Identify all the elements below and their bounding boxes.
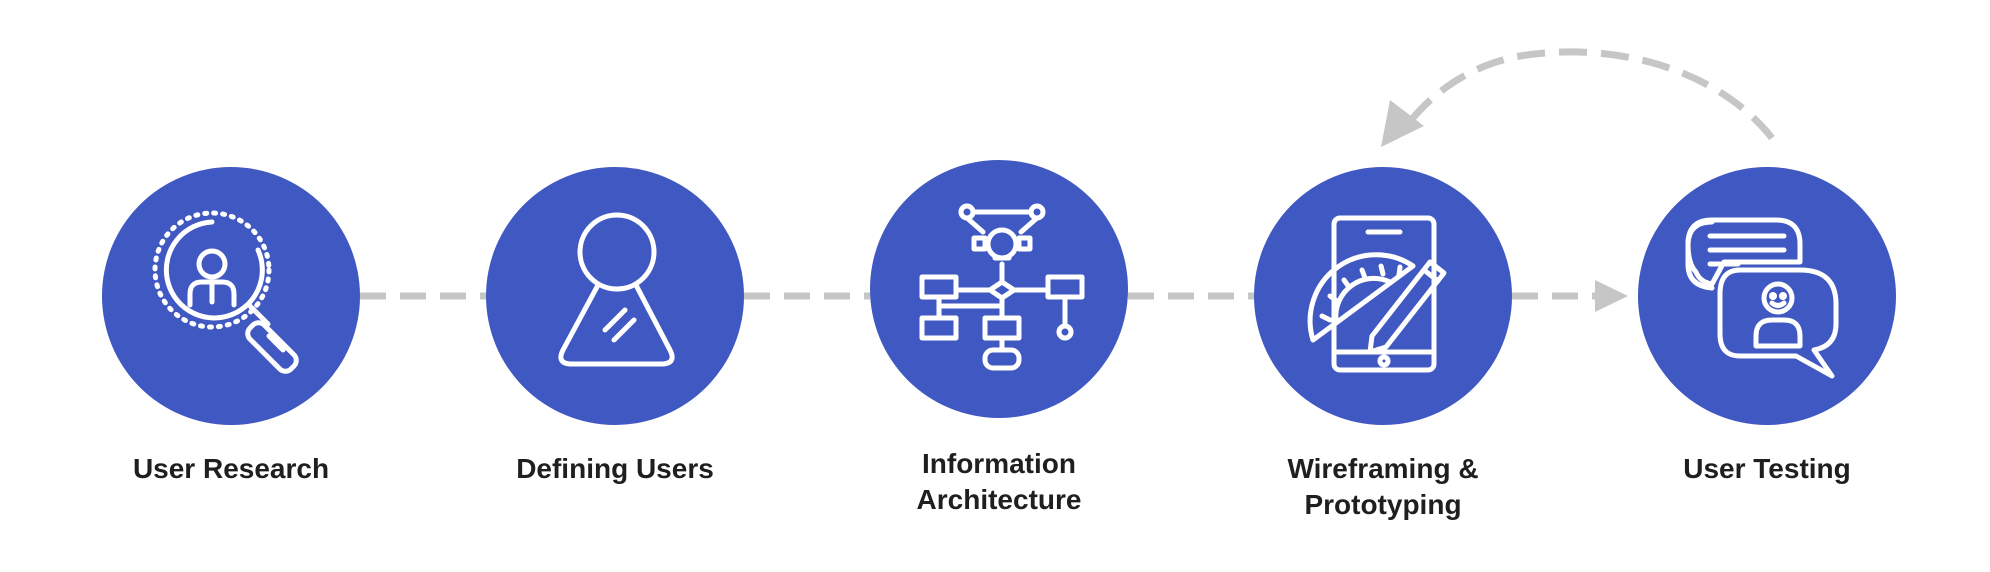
step-label-information-architecture: Information Architecture — [859, 446, 1139, 518]
step-label-line: Information — [922, 448, 1076, 479]
step-circle-defining-users — [486, 167, 744, 425]
loop-back-arrow — [1405, 48, 1775, 141]
step-label-user-testing: User Testing — [1627, 451, 1907, 487]
step-circle-user-testing — [1638, 167, 1896, 425]
step-circle-user-research — [102, 167, 360, 425]
loop-back-arrowhead — [1381, 100, 1424, 147]
tablet-protractor-pencil-icon — [1307, 215, 1447, 373]
step-label-defining-users: Defining Users — [475, 451, 755, 487]
step-label-line: User Research — [132, 453, 330, 484]
step-circle-wireframing-prototyping — [1254, 167, 1512, 425]
step-label-line: Defining Users — [516, 453, 714, 484]
step-label-line: User Testing — [1683, 453, 1851, 484]
persona-icon — [558, 212, 675, 367]
step-label-user-research: User Research — [91, 451, 371, 487]
step-label-line: Architecture — [916, 484, 1082, 515]
magnifier-user-icon — [152, 210, 299, 374]
chat-bubbles-user-icon — [1685, 217, 1839, 379]
step-label-wireframing-prototyping: Wireframing & Prototyping — [1243, 451, 1523, 523]
step-circle-information-architecture — [870, 160, 1128, 418]
step-label-line: Prototyping — [1304, 489, 1462, 520]
connector-arrowhead — [1595, 280, 1628, 312]
flowchart-icon — [919, 203, 1085, 371]
step-label-line: Wireframing & — [1287, 453, 1479, 484]
